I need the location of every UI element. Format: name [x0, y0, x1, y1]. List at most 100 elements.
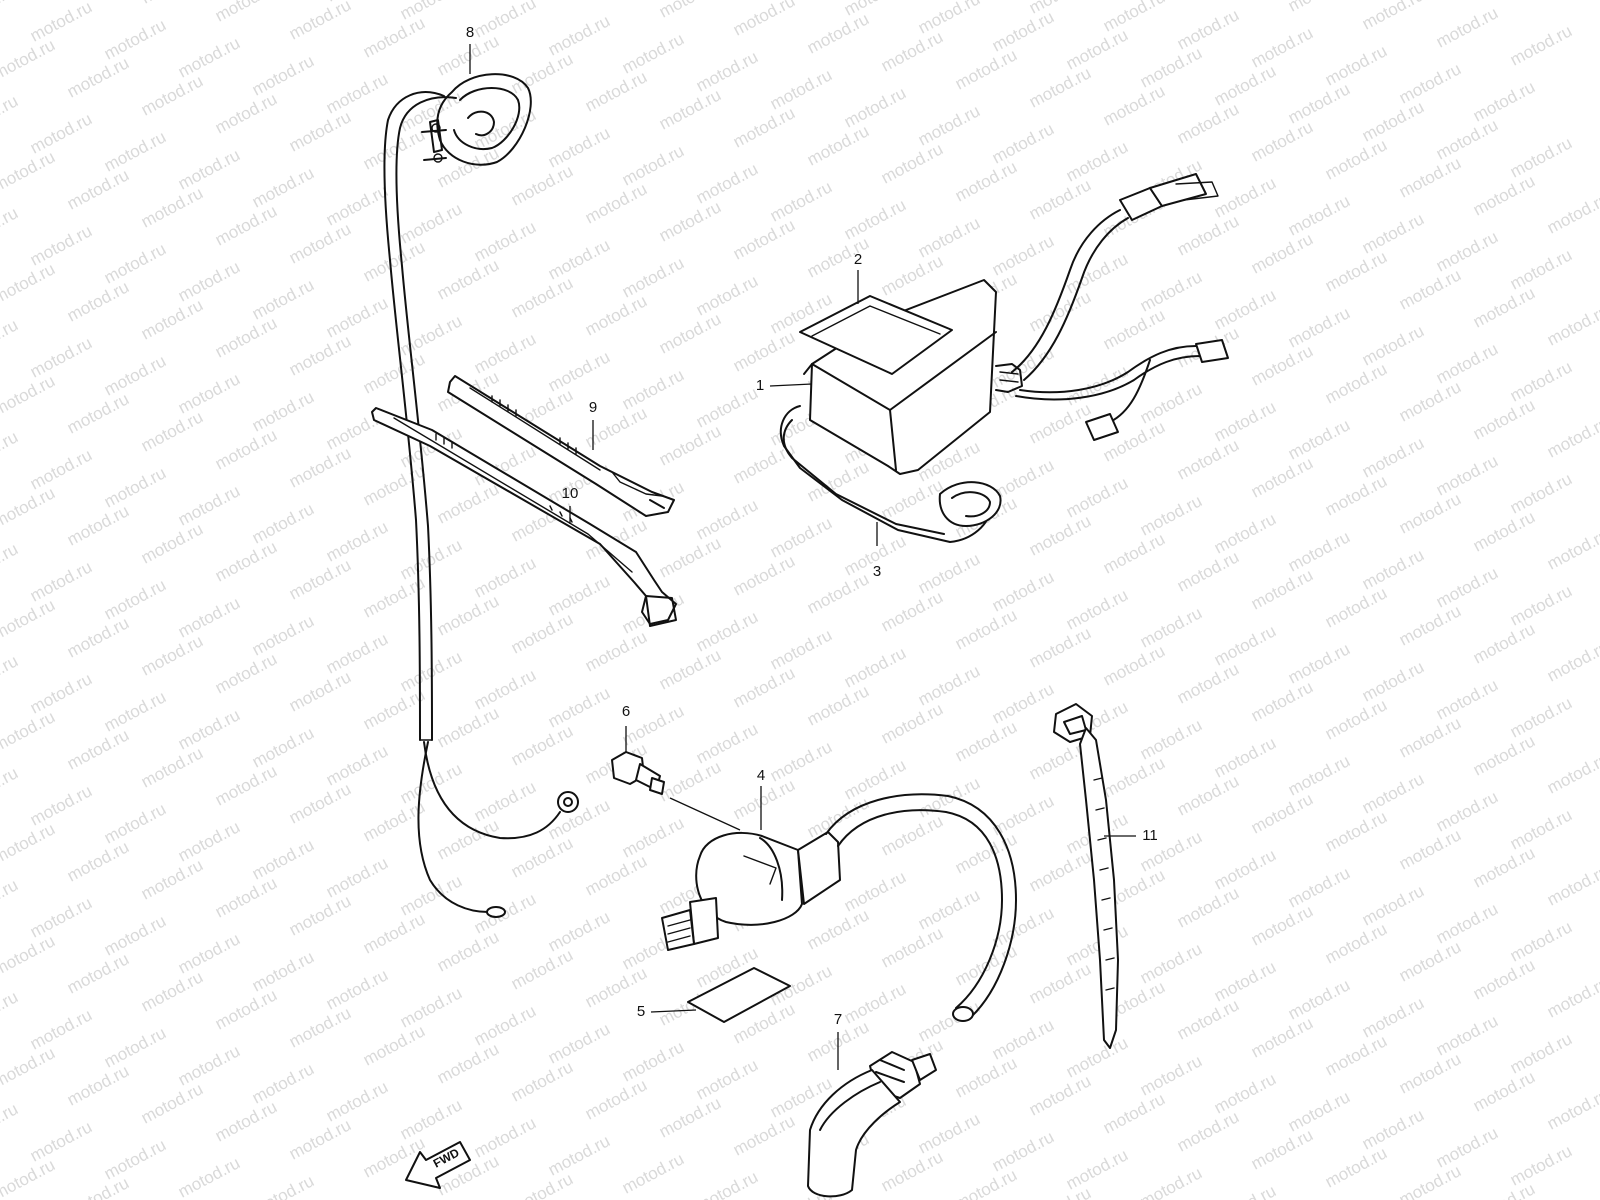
watermark-text: motod.ru [656, 533, 724, 581]
watermark-text: motod.ru [0, 707, 58, 755]
watermark-text: motod.ru [1322, 807, 1390, 855]
watermark-text: motod.ru [582, 179, 650, 227]
watermark-text: motod.ru [1433, 787, 1501, 835]
watermark-text: motod.ru [27, 557, 95, 605]
watermark-text: motod.ru [508, 273, 576, 321]
tie-band-part-9 [447, 375, 675, 517]
watermark-text: motod.ru [1359, 545, 1427, 593]
watermark-text: motod.ru [1137, 1051, 1205, 1099]
watermark-text: motod.ru [989, 7, 1057, 55]
watermark-text: motod.ru [0, 0, 21, 28]
pad-part-5 [687, 967, 791, 1023]
watermark-text: motod.ru [1396, 601, 1464, 649]
watermark-text: motod.ru [64, 389, 132, 437]
watermark-text: motod.ru [27, 669, 95, 717]
watermark-text: motod.ru [1174, 659, 1242, 707]
watermark-text: motod.ru [1396, 377, 1464, 425]
watermark-text: motod.ru [397, 759, 465, 807]
watermark-text: motod.ru [1507, 21, 1575, 69]
watermark-text: motod.ru [1433, 339, 1501, 387]
watermark-text: motod.ru [1026, 1071, 1094, 1119]
watermark-text: motod.ru [582, 291, 650, 339]
watermark-text: motod.ru [1507, 133, 1575, 181]
watermark-text: motod.ru [730, 215, 798, 263]
watermark-text: motod.ru [0, 371, 58, 419]
watermark-text: motod.ru [952, 157, 1020, 205]
watermark-text: motod.ru [804, 569, 872, 617]
watermark-text: motod.ru [1544, 973, 1600, 1021]
watermark-text: motod.ru [0, 595, 58, 643]
watermark-text: motod.ru [1544, 637, 1600, 685]
watermark-text: motod.ru [730, 663, 798, 711]
watermark-text: motod.ru [0, 203, 21, 251]
ignition-coil-part-4 [661, 793, 1017, 1022]
watermark-text: motod.ru [1507, 1029, 1575, 1077]
watermark-text: motod.ru [693, 383, 761, 431]
watermark-text: motod.ru [138, 967, 206, 1015]
watermark-text: motod.ru [138, 519, 206, 567]
watermark-text: motod.ru [471, 329, 539, 377]
watermark-text: motod.ru [212, 873, 280, 921]
watermark-text: motod.ru [64, 277, 132, 325]
watermark-text: motod.ru [545, 11, 613, 59]
watermark-text: motod.ru [989, 1127, 1057, 1175]
watermark-text: motod.ru [175, 1153, 243, 1200]
watermark-text: motod.ru [1285, 0, 1353, 16]
watermark-text: motod.ru [1433, 675, 1501, 723]
callout-1: 1 [756, 377, 764, 394]
watermark-text: motod.ru [212, 985, 280, 1033]
watermark-text: motod.ru [249, 387, 317, 435]
watermark-text: motod.ru [1359, 321, 1427, 369]
watermark-text: motod.ru [1322, 135, 1390, 183]
watermark-text: motod.ru [1026, 511, 1094, 559]
watermark-text: motod.ru [1026, 1183, 1094, 1200]
watermark-text: motod.ru [915, 997, 983, 1045]
watermark-text: motod.ru [249, 275, 317, 323]
watermark-text: motod.ru [0, 931, 58, 979]
watermark-text: motod.ru [804, 9, 872, 57]
watermark-text: motod.ru [804, 121, 872, 169]
watermark-text: motod.ru [841, 867, 909, 915]
watermark-text: motod.ru [508, 609, 576, 657]
callout-4: 4 [757, 767, 765, 784]
watermark-text: motod.ru [138, 183, 206, 231]
watermark-text: motod.ru [286, 891, 354, 939]
watermark-text: motod.ru [0, 987, 21, 1035]
watermark-text: motod.ru [64, 949, 132, 997]
watermark-text: motod.ru [582, 1075, 650, 1123]
watermark-text: motod.ru [360, 461, 428, 509]
watermark-text: motod.ru [0, 819, 58, 867]
watermark-text: motod.ru [841, 643, 909, 691]
watermark-text: motod.ru [323, 965, 391, 1013]
watermark-text: motod.ru [656, 85, 724, 133]
watermark-text: motod.ru [1322, 471, 1390, 519]
watermark-text: motod.ru [175, 33, 243, 81]
watermark-text: motod.ru [1507, 1141, 1575, 1189]
watermark-text: motod.ru [1248, 453, 1316, 501]
watermark-text: motod.ru [1433, 3, 1501, 51]
watermark-text: motod.ru [693, 271, 761, 319]
watermark-text: motod.ru [323, 1077, 391, 1125]
watermark-text: motod.ru [1285, 639, 1353, 687]
callout-7: 7 [834, 1011, 842, 1028]
watermark-text: motod.ru [249, 163, 317, 211]
plug-cap-part-7 [807, 1051, 937, 1198]
watermark-text: motod.ru [1359, 433, 1427, 481]
watermark-text: motod.ru [545, 347, 613, 395]
watermark-text: motod.ru [767, 513, 835, 561]
watermark-text: motod.ru [1100, 305, 1168, 353]
watermark-text: motod.ru [1211, 957, 1279, 1005]
watermark-text: motod.ru [1248, 229, 1316, 277]
watermark-text: motod.ru [878, 251, 946, 299]
callout-8: 8 [466, 24, 474, 41]
watermark-text: motod.ru [1285, 975, 1353, 1023]
watermark-text: motod.ru [878, 475, 946, 523]
watermark-text: motod.ru [286, 779, 354, 827]
watermark-text: motod.ru [1544, 301, 1600, 349]
watermark-text: motod.ru [1396, 59, 1464, 107]
watermark-text: motod.ru [1211, 1181, 1279, 1200]
watermark-text: motod.ru [360, 685, 428, 733]
watermark-text: motod.ru [64, 501, 132, 549]
watermark-text: motod.ru [545, 907, 613, 955]
watermark-text: motod.ru [0, 427, 21, 475]
